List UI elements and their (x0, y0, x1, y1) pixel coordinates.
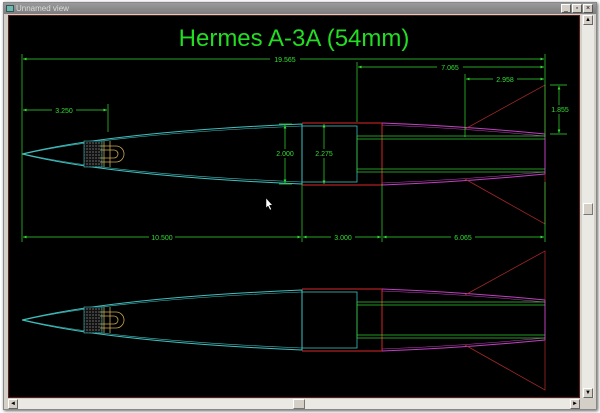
horizontal-scrollbar[interactable]: ◄ ► (8, 399, 580, 409)
window-title: Unnamed view (16, 4, 69, 13)
maximize-button[interactable]: ▫ (572, 4, 582, 13)
vertical-scroll-thumb[interactable] (583, 203, 593, 215)
horizontal-scroll-thumb[interactable] (293, 399, 305, 409)
app-icon (6, 5, 14, 12)
rocket-drawing: Hermes A-3A (54mm) 19.565 7.065 2.958 1.… (21, 25, 569, 391)
minimize-button[interactable]: _ (561, 4, 571, 13)
dim-nose-station: 3.250 (55, 108, 73, 115)
title-bar[interactable]: Unnamed view _ ▫ × (4, 3, 596, 14)
vertical-scrollbar[interactable]: ▲ ▼ (582, 15, 594, 398)
drawing-canvas[interactable]: Hermes A-3A (54mm) 19.565 7.065 2.958 1.… (8, 15, 580, 398)
drawing-title: Hermes A-3A (54mm) (179, 25, 410, 52)
scroll-left-button[interactable]: ◄ (8, 399, 18, 409)
dim-aft-section: 7.065 (441, 65, 459, 72)
mouse-cursor-icon (265, 197, 274, 211)
cad-window: Unnamed view _ ▫ × Hermes A-3A (54mm) (3, 2, 597, 410)
dim-forward-length: 10.500 (151, 235, 173, 242)
dim-body-diameter: 2.000 (276, 151, 294, 158)
dim-coupler-length: 3.000 (334, 235, 352, 242)
scroll-up-button[interactable]: ▲ (583, 15, 593, 25)
dim-boattail-length: 6.065 (454, 235, 472, 242)
rocket-side-view (21, 250, 546, 391)
dim-overall-length: 19.565 (274, 57, 296, 64)
scroll-down-button[interactable]: ▼ (583, 388, 593, 398)
dim-fin-root: 2.958 (496, 77, 514, 84)
dim-tube-diameter: 2.275 (315, 151, 333, 158)
scroll-right-button[interactable]: ► (570, 399, 580, 409)
dim-fin-span: 1.855 (551, 107, 569, 114)
close-button[interactable]: × (583, 4, 593, 13)
